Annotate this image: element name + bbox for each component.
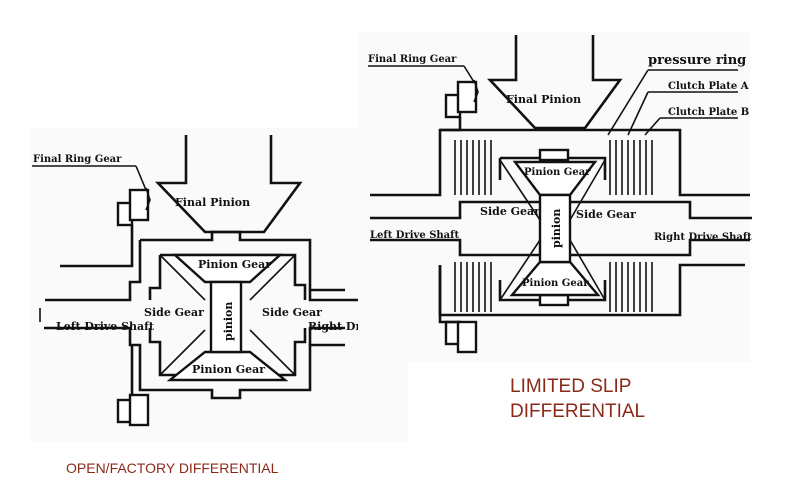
lsd-diagram: Final Ring Gear Final Pinion pressure ri…: [358, 32, 752, 422]
lsd-side-gear-right-label: Side Gear: [576, 208, 636, 221]
lsd-ring-gear-leader-diag: [463, 65, 475, 83]
lsd-pinion-shaft-shape: [538, 193, 572, 264]
open-pinion-shaft-shape: [209, 280, 243, 354]
open-housing-shape: [44, 230, 360, 400]
open-differential-diagram: Final Ring Gear Final Pinion Pinion Gear…: [30, 128, 408, 476]
lsd-inner-case-shape: [498, 148, 607, 307]
lsd-clutch-a-leader-diag: [627, 91, 649, 136]
lsd-pinion-gear-top-label: Pinion Gear: [524, 167, 591, 178]
lsd-pinion-gear-top-shape: [499, 159, 606, 221]
lsd-final-pinion-label: Final Pinion: [506, 93, 581, 106]
open-pinion-gear-top-label: Pinion Gear: [198, 258, 271, 271]
lsd-clutch-plate-a-label: Clutch Plate A: [668, 81, 749, 92]
open-ring-gear-shape: [60, 187, 151, 427]
lsd-final-pinion-shape: [486, 35, 623, 130]
open-ring-gear-leader-diag: [135, 165, 147, 191]
open-left-drive-shaft-label: Left Drive Shaft: [56, 320, 155, 333]
lsd-caption-line1: LIMITED SLIP: [510, 376, 631, 397]
lsd-clutch-plate-b-label: Clutch Plate B: [668, 107, 749, 118]
lsd-pinion-label: pinion: [550, 209, 563, 248]
open-final-ring-gear-label: Final Ring Gear: [33, 154, 122, 165]
open-side-gear-right-label: Side Gear: [262, 306, 322, 319]
lsd-housing-shape: [370, 128, 752, 317]
lsd-caption-line2: DIFFERENTIAL: [510, 401, 645, 422]
lsd-right-drive-shaft-label: Right Drive Shaft: [654, 232, 752, 243]
open-caption: OPEN/FACTORY DIFFERENTIAL: [66, 460, 279, 476]
lsd-pinion-gear-bottom-label: Pinion Gear: [522, 278, 589, 289]
lsd-final-ring-gear-label: Final Ring Gear: [368, 54, 457, 65]
lsd-pressure-ring-label: pressure ring: [648, 53, 746, 68]
lsd-left-drive-shaft-label: Left Drive Shaft: [370, 230, 459, 241]
open-side-gear-left-label: Side Gear: [144, 306, 204, 319]
lsd-clutch-plates-top: [454, 140, 653, 195]
lsd-clutch-plates-bottom: [454, 262, 653, 312]
open-final-pinion-label: Final Pinion: [175, 196, 250, 209]
lsd-clutch-b-leader-diag: [644, 117, 661, 136]
open-pinion-gear-top-shape: [159, 253, 296, 301]
open-pinion-gear-bottom-label: Pinion Gear: [192, 363, 265, 376]
open-pinion-label: pinion: [222, 302, 235, 341]
lsd-ring-gear-shape: [370, 79, 479, 354]
lsd-pressure-ring-leader-diag: [607, 69, 649, 136]
lsd-side-gear-left-label: Side Gear: [480, 205, 540, 218]
